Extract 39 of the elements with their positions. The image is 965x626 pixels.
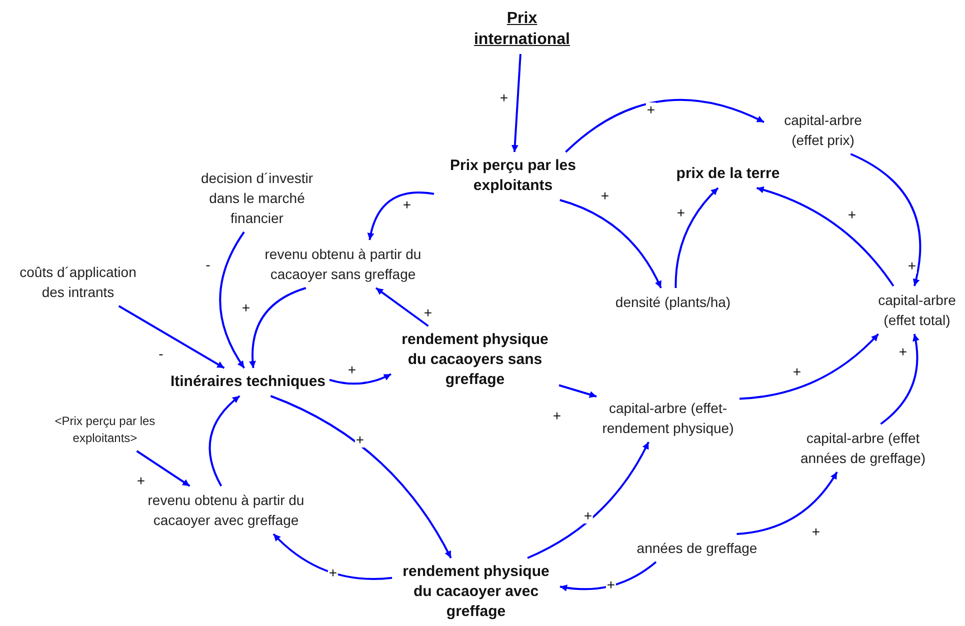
arrow	[249, 287, 306, 368]
arrow	[558, 384, 597, 398]
variable-label: decision d´investir dans le marché financier	[187, 168, 327, 228]
variable-label: <Prix perçu par les exploitants>	[25, 413, 185, 447]
arrow	[368, 192, 434, 240]
arrow	[565, 98, 764, 153]
variable-label: revenu obtenu à partir du cacaoyer sans greffage	[260, 244, 426, 284]
arrow	[136, 450, 190, 487]
arrow	[118, 305, 225, 369]
arrow	[208, 395, 240, 486]
variable-label: coûts d´application des intrants	[14, 262, 142, 302]
variable-label: capital-arbre (effet-rendement physique)	[600, 398, 736, 438]
arrow	[560, 561, 657, 592]
arrow	[560, 199, 662, 288]
variable-label: rendement physique du cacaoyers sans greffage	[395, 330, 555, 390]
variable-label: prix de la terre	[676, 164, 780, 184]
variable-label: Itinéraires techniques	[170, 372, 326, 392]
variable-label: rendement physique du cacaoyer avec greffage	[396, 562, 556, 622]
arrow	[880, 334, 920, 425]
variable-label: années de greffage	[636, 538, 758, 558]
arrow	[850, 153, 922, 286]
variable-label: Prix perçu par les exploitants	[438, 156, 588, 196]
arrow	[527, 442, 650, 559]
arrow	[329, 373, 392, 385]
arrow	[272, 533, 392, 580]
arrow	[511, 54, 522, 152]
arrow	[375, 287, 429, 327]
arrow	[739, 333, 880, 400]
variable-label: capital-arbre (effet total)	[862, 290, 965, 330]
arrow	[674, 187, 719, 288]
variable-label: Prix international	[462, 8, 582, 50]
variable-label: capital-arbre (effet prix)	[768, 110, 878, 150]
variable-label: densité (plants/ha)	[615, 292, 731, 312]
variable-label: revenu obtenu à partir du cacaoyer avec greffage	[146, 490, 306, 530]
arrow	[270, 395, 452, 558]
arrow	[219, 231, 246, 369]
variable-label: capital-arbre (effet années de greffage)	[788, 428, 938, 468]
arrow	[736, 471, 838, 535]
arrow	[756, 186, 894, 287]
